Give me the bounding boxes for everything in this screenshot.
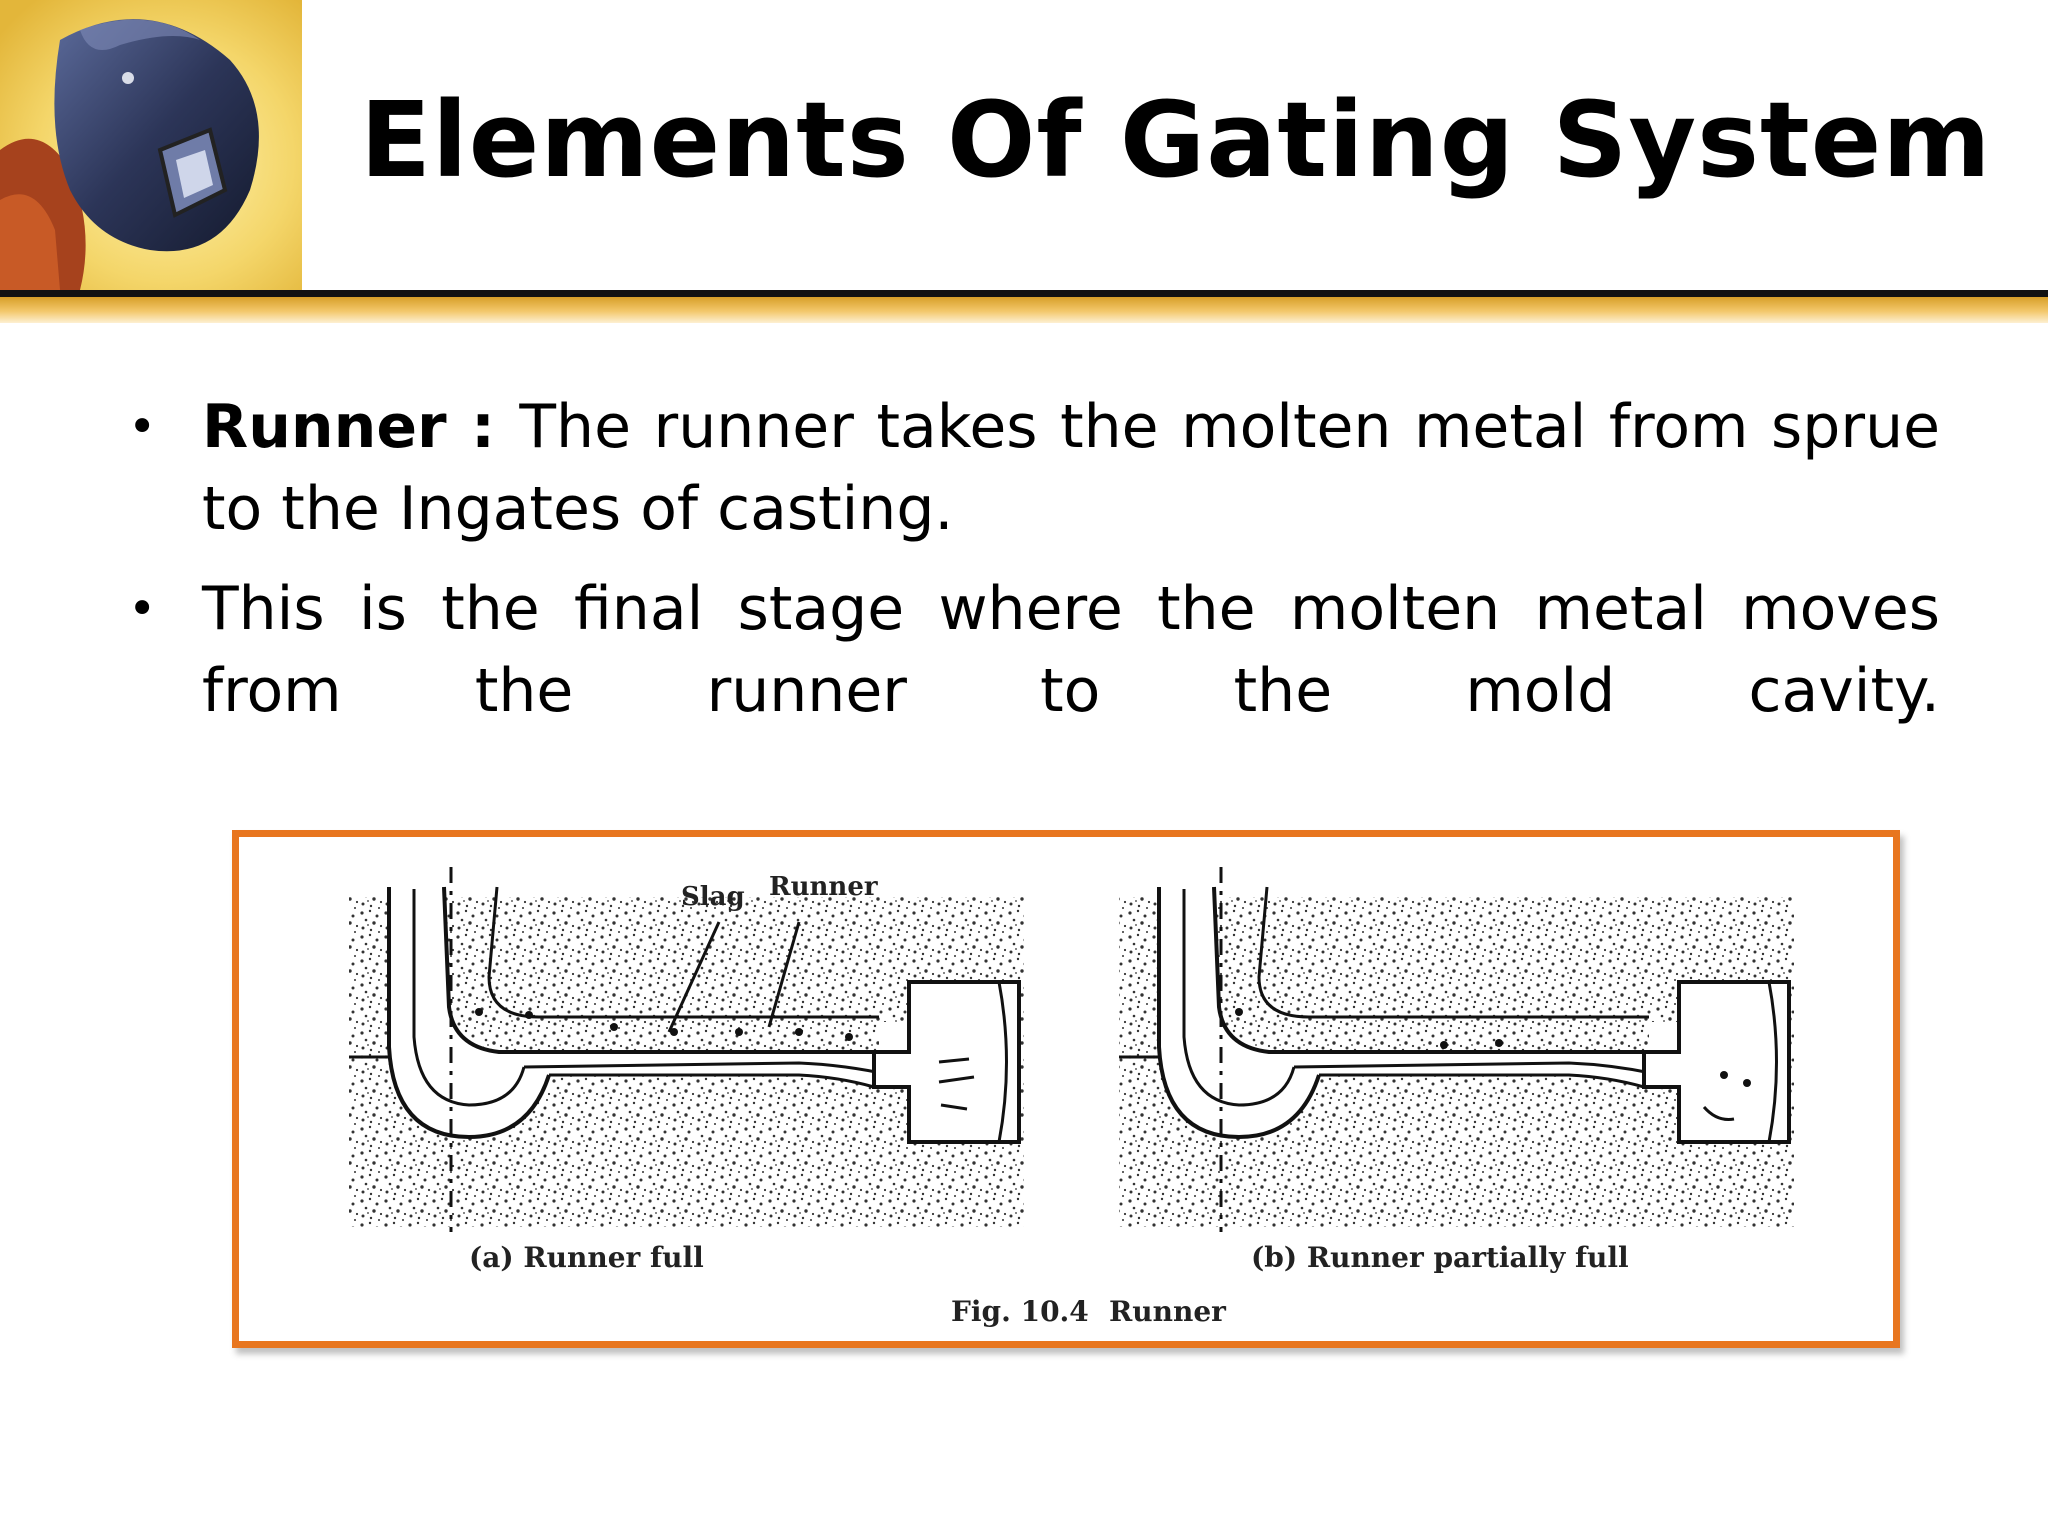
bullet-item-final-stage: • This is the final stage where the molt… (120, 568, 1940, 732)
bullet-icon: • (128, 386, 156, 468)
header-rule-gold (0, 297, 2048, 323)
welder-helmet-icon (0, 0, 302, 290)
figure-frame: Slag Runner (a) Runner full (b) Runner p (232, 830, 1900, 1348)
bullet-text: This is the final stage where the molten… (202, 574, 1940, 726)
bullet-separator: : (447, 392, 520, 462)
label-runner: Runner (769, 872, 878, 902)
bullet-term: Runner (202, 392, 447, 462)
caption-a: (a) Runner full (469, 1241, 704, 1274)
diagram-runner-partially-full: (b) Runner partially full (1119, 867, 1794, 1274)
header-rule-dark (0, 290, 2048, 297)
caption-b: (b) Runner partially full (1251, 1241, 1629, 1274)
figure-title: Runner (1109, 1295, 1227, 1328)
bullet-list: • Runner : The runner takes the molten m… (120, 386, 1940, 750)
bullet-icon: • (128, 568, 156, 650)
diagram-runner-full: Slag Runner (a) Runner full (349, 867, 1024, 1274)
label-slag: Slag (681, 882, 745, 912)
figure-number: Fig. 10.4 (951, 1295, 1089, 1328)
slide-title: Elements Of Gating System (360, 88, 1992, 192)
bullet-item-runner: • Runner : The runner takes the molten m… (120, 386, 1940, 550)
runner-figure: Slag Runner (a) Runner full (b) Runner p (239, 837, 1893, 1341)
